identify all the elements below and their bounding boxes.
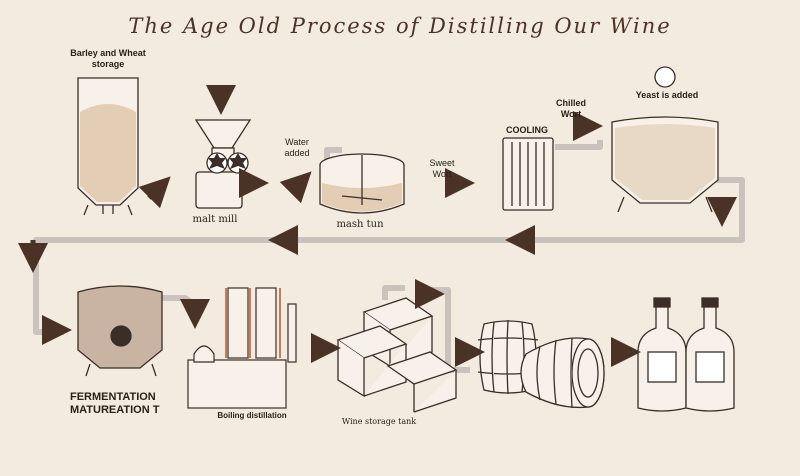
cooler-icon xyxy=(502,137,554,211)
bottle-icon xyxy=(637,297,687,412)
wine-storage-tank-icon xyxy=(336,297,458,413)
label-yeast-added: Yeast is added xyxy=(635,90,699,100)
label-fermentation: FERMENTATION xyxy=(70,391,156,403)
fermentation-tank-icon xyxy=(77,285,163,377)
arrow-icon xyxy=(18,85,737,367)
yeast-tank-icon xyxy=(611,66,719,213)
label-maturation: MATUREATION T xyxy=(70,404,160,416)
barrel-icon xyxy=(520,337,605,409)
label-malt-mill: malt mill xyxy=(192,214,238,225)
distillation-unit-icon xyxy=(187,287,297,409)
label-mash-tun: mash tun xyxy=(336,219,384,230)
diagram-title: The Age Old Process of Distilling Our Wi… xyxy=(128,14,672,38)
label-water-added: Water added xyxy=(284,137,310,158)
label-cooling: COOLING xyxy=(506,125,548,135)
label-sweet-wort: Sweet Wort xyxy=(429,158,455,179)
mash-tun-icon xyxy=(319,153,405,214)
label-storage: Barley and Wheat storage xyxy=(70,48,146,69)
grain-silo-icon xyxy=(77,77,139,216)
malt-mill-icon xyxy=(194,119,252,209)
bottle-icon xyxy=(685,297,735,412)
label-chilled-wort: Chilled Wort xyxy=(556,98,587,119)
label-boiling-distillation: Boiling distillation xyxy=(217,411,287,420)
label-wine-storage-tank: Wine storage tank xyxy=(341,417,417,426)
